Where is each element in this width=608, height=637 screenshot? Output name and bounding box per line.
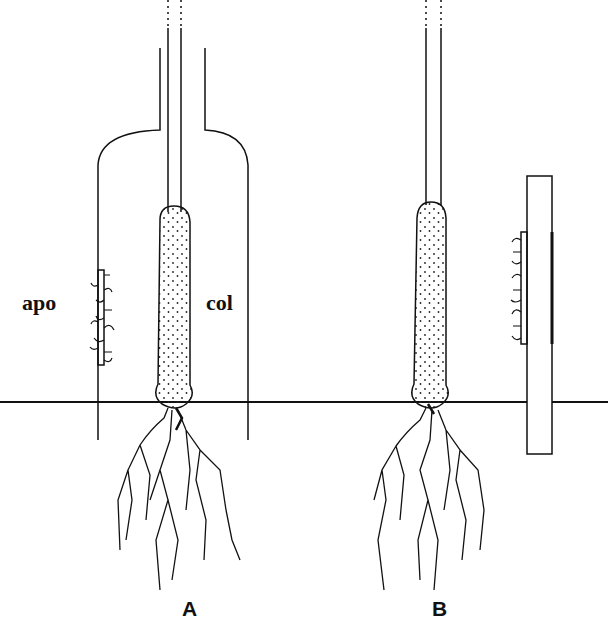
part-label: apo — [22, 292, 56, 314]
panel-letter: B — [432, 598, 447, 619]
part-label: col — [206, 292, 233, 314]
panel-letter: A — [182, 598, 197, 619]
